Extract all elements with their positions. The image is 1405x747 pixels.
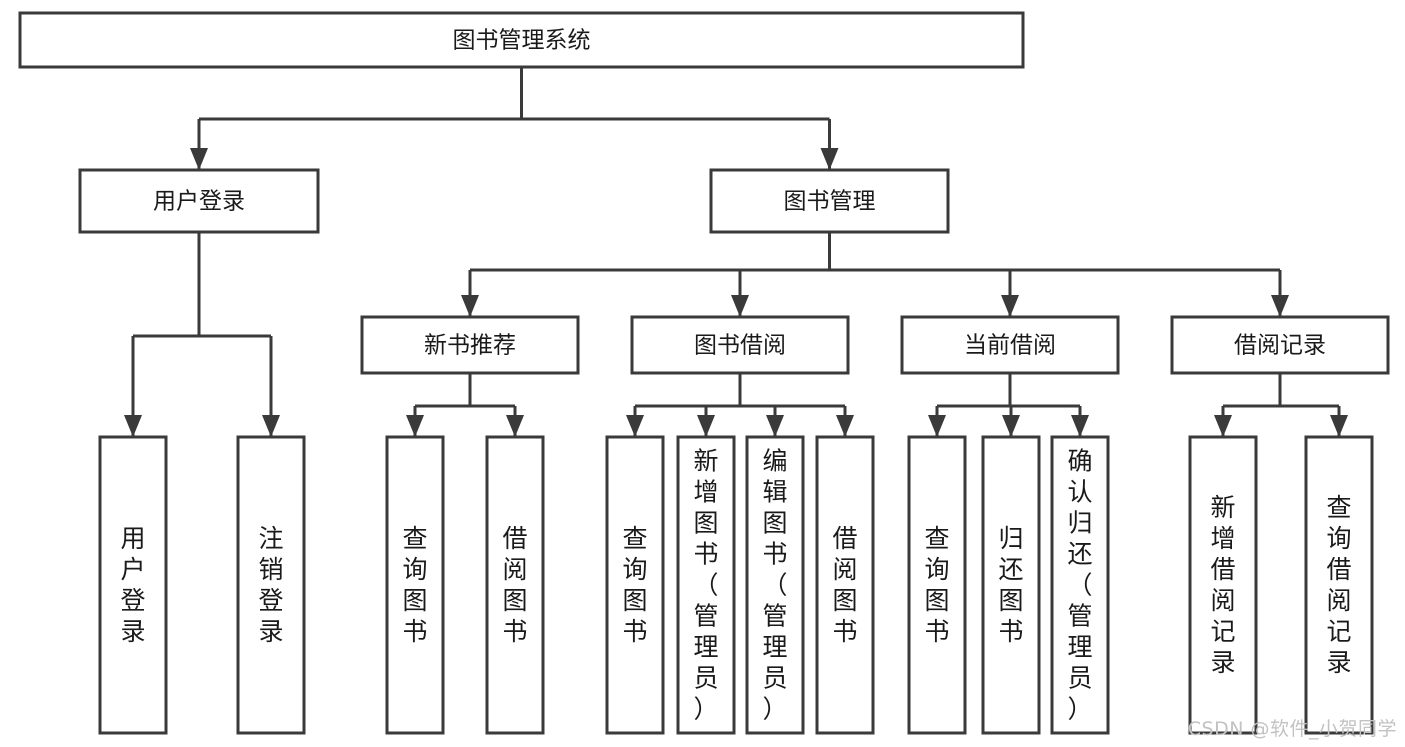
arrow-head-icon (262, 415, 280, 437)
node-label-user-login: 用户登录 (153, 189, 245, 215)
node-label-leaf-borrow-book: 借阅图书 (832, 524, 857, 646)
node-label-root: 图书管理系统 (453, 28, 591, 54)
node-label-leaf-return-book: 归还图书 (998, 524, 1023, 646)
node-box-leaf-logout (236, 435, 306, 735)
node-leaf-user-login[interactable]: 用户登录 (98, 435, 168, 735)
node-new-book-rec[interactable]: 新书推荐 (360, 315, 580, 375)
node-box-leaf-borrow-book-rec (485, 435, 545, 735)
node-book-manage[interactable]: 图书管理 (709, 168, 950, 234)
node-box-leaf-confirm-return (1050, 435, 1110, 735)
node-label-leaf-confirm-return: 确认归还（管理员） (1067, 447, 1092, 724)
node-leaf-confirm-return[interactable]: 确认归还（管理员） (1050, 435, 1110, 735)
node-box-leaf-query-book-cur (907, 435, 967, 735)
arrow-head-icon (1001, 295, 1019, 317)
arrow-head-icon (1330, 415, 1348, 437)
node-label-leaf-query-book-cur: 查询图书 (924, 524, 949, 646)
node-label-leaf-borrow-book-rec: 借阅图书 (502, 524, 527, 646)
arrow-head-icon (1002, 415, 1020, 437)
node-borrow-record[interactable]: 借阅记录 (1170, 315, 1390, 375)
node-label-leaf-add-book: 新增图书（管理员） (693, 447, 718, 724)
node-box-new-book-rec (360, 315, 580, 375)
arrow-head-icon (731, 295, 749, 317)
arrow-head-icon (626, 415, 644, 437)
node-label-new-book-rec: 新书推荐 (424, 333, 516, 359)
arrow-head-icon (836, 415, 854, 437)
node-label-leaf-query-record: 查询借阅记录 (1326, 493, 1351, 677)
node-label-leaf-add-record: 新增借阅记录 (1210, 493, 1235, 677)
arrow-head-icon (1271, 295, 1289, 317)
node-box-leaf-query-record (1304, 435, 1374, 735)
node-label-leaf-query-book-rec: 查询图书 (402, 524, 427, 646)
node-label-current-borrow: 当前借阅 (964, 333, 1056, 359)
node-box-leaf-user-login (98, 435, 168, 735)
node-leaf-borrow-book[interactable]: 借阅图书 (815, 435, 875, 735)
node-user-login[interactable]: 用户登录 (78, 168, 320, 234)
node-box-leaf-add-book (676, 435, 736, 735)
node-box-current-borrow (900, 315, 1120, 375)
node-leaf-borrow-book-rec[interactable]: 借阅图书 (485, 435, 545, 735)
node-box-book-manage (709, 168, 950, 234)
node-leaf-add-book[interactable]: 新增图书（管理员） (676, 435, 736, 735)
node-leaf-return-book[interactable]: 归还图书 (981, 435, 1041, 735)
arrow-head-icon (1214, 415, 1232, 437)
arrow-head-icon (1071, 415, 1089, 437)
node-box-borrow-record (1170, 315, 1390, 375)
arrow-head-icon (506, 415, 524, 437)
arrow-head-icon (190, 148, 208, 170)
node-box-leaf-edit-book (745, 435, 805, 735)
node-box-user-login (78, 168, 320, 234)
node-root[interactable]: 图书管理系统 (18, 11, 1025, 69)
node-leaf-add-record[interactable]: 新增借阅记录 (1188, 435, 1258, 735)
connectors-layer (124, 67, 1348, 437)
arrow-head-icon (406, 415, 424, 437)
node-box-leaf-borrow-book (815, 435, 875, 735)
node-book-borrow[interactable]: 图书借阅 (630, 315, 850, 375)
node-leaf-edit-book[interactable]: 编辑图书（管理员） (745, 435, 805, 735)
node-leaf-query-book-cur[interactable]: 查询图书 (907, 435, 967, 735)
arrow-head-icon (766, 415, 784, 437)
node-leaf-logout[interactable]: 注销登录 (236, 435, 306, 735)
node-current-borrow[interactable]: 当前借阅 (900, 315, 1120, 375)
node-label-book-borrow: 图书借阅 (694, 333, 786, 359)
node-leaf-query-book-rec[interactable]: 查询图书 (385, 435, 445, 735)
arrow-head-icon (124, 415, 142, 437)
node-box-leaf-add-record (1188, 435, 1258, 735)
node-label-leaf-edit-book: 编辑图书（管理员） (762, 447, 787, 724)
node-box-leaf-query-book-borrow (605, 435, 665, 735)
node-leaf-query-book-borrow[interactable]: 查询图书 (605, 435, 665, 735)
arrow-head-icon (820, 148, 839, 170)
node-label-leaf-query-book-borrow: 查询图书 (622, 524, 647, 646)
node-label-book-manage: 图书管理 (784, 189, 876, 215)
node-box-leaf-query-book-rec (385, 435, 445, 735)
node-box-root (18, 11, 1025, 69)
node-label-leaf-logout: 注销登录 (258, 524, 283, 646)
nodes-layer: 图书管理系统用户登录图书管理新书推荐图书借阅当前借阅借阅记录用户登录注销登录查询… (18, 11, 1390, 735)
node-leaf-query-record[interactable]: 查询借阅记录 (1304, 435, 1374, 735)
node-box-book-borrow (630, 315, 850, 375)
node-label-leaf-user-login: 用户登录 (120, 524, 145, 646)
node-label-borrow-record: 借阅记录 (1234, 333, 1326, 359)
arrow-head-icon (928, 415, 946, 437)
node-box-leaf-return-book (981, 435, 1041, 735)
arrow-head-icon (697, 415, 715, 437)
arrow-head-icon (461, 295, 479, 317)
